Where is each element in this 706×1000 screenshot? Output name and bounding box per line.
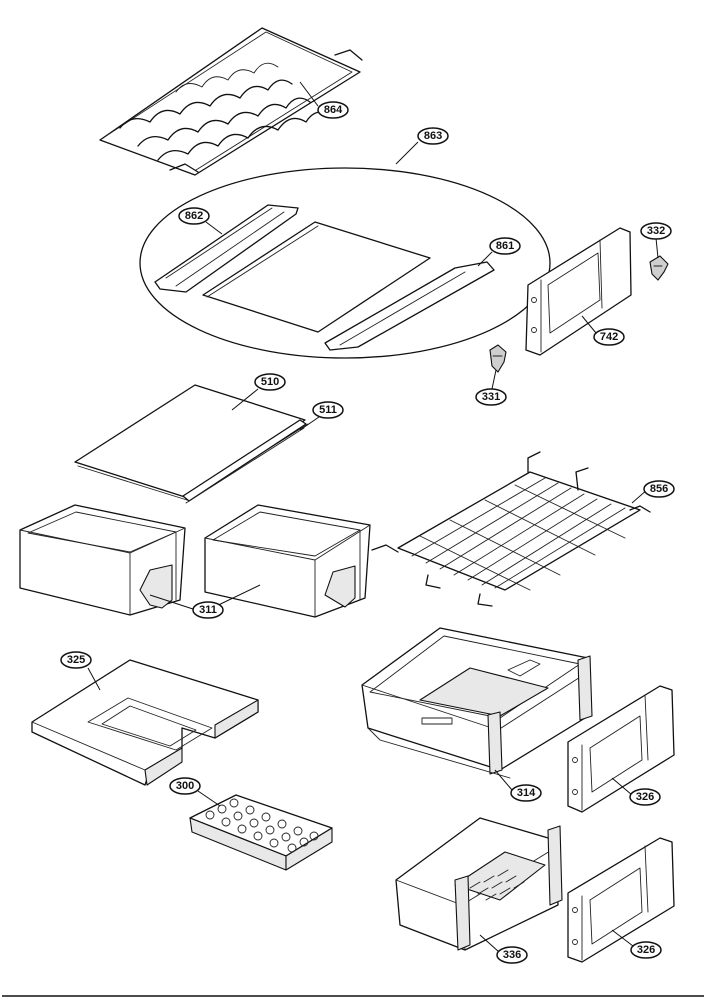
callout-label: 331 xyxy=(482,391,500,403)
clip-part-331 xyxy=(489,344,507,373)
drawer-cover-326-lower xyxy=(567,837,675,963)
callout-856: 856 xyxy=(643,480,675,498)
shelf-group-ellipse xyxy=(139,167,551,359)
drawer-cover-326-upper xyxy=(567,685,675,813)
callout-label: 326 xyxy=(636,791,654,803)
callout-label: 332 xyxy=(647,225,665,237)
drawer-311-right xyxy=(204,504,371,618)
callout-864: 864 xyxy=(317,101,349,119)
callout-861: 861 xyxy=(489,237,521,255)
drawer-336 xyxy=(395,817,563,951)
callout-300: 300 xyxy=(169,777,201,795)
drawer-314 xyxy=(361,627,593,779)
callout-332: 332 xyxy=(640,222,672,240)
callout-label: 336 xyxy=(503,949,521,961)
crisper-front-cover xyxy=(525,227,632,356)
callout-511: 511 xyxy=(312,401,344,419)
callout-label: 856 xyxy=(650,483,668,495)
callout-311: 311 xyxy=(192,601,224,619)
callout-label: 862 xyxy=(185,210,203,222)
wine-rack-wire xyxy=(99,27,363,176)
drawer-311-left xyxy=(19,504,186,616)
callout-label: 300 xyxy=(176,780,194,792)
trim-strip-511 xyxy=(182,419,307,504)
callout-862: 862 xyxy=(178,207,210,225)
callout-label: 861 xyxy=(496,240,514,252)
glass-shelf-plate xyxy=(202,221,431,333)
callout-label: 863 xyxy=(424,130,442,142)
shelf-front-trim xyxy=(154,204,299,293)
ice-tray-300 xyxy=(189,794,333,871)
callout-326-lower: 326 xyxy=(630,941,662,959)
leader-lines xyxy=(87,81,659,953)
callout-742: 742 xyxy=(593,328,625,346)
callout-label: 314 xyxy=(517,787,536,799)
callout-863: 863 xyxy=(417,127,449,145)
callout-510: 510 xyxy=(254,373,286,391)
shelf-rear-trim xyxy=(324,261,495,351)
callout-label: 325 xyxy=(67,654,85,666)
callout-331: 331 xyxy=(475,388,507,406)
callout-336: 336 xyxy=(496,946,528,964)
callout-314: 314 xyxy=(510,784,542,802)
callout-325: 325 xyxy=(60,651,92,669)
clip-part-332 xyxy=(649,255,669,281)
callout-label: 864 xyxy=(324,104,343,116)
callout-label: 742 xyxy=(600,331,618,343)
tray-frame-325 xyxy=(31,659,259,786)
callout-326-upper: 326 xyxy=(629,788,661,806)
callout-label: 511 xyxy=(319,404,337,416)
wire-shelf-856 xyxy=(371,451,651,607)
callout-label: 326 xyxy=(637,944,655,956)
callout-label: 510 xyxy=(261,376,279,388)
callout-label: 311 xyxy=(199,604,217,616)
